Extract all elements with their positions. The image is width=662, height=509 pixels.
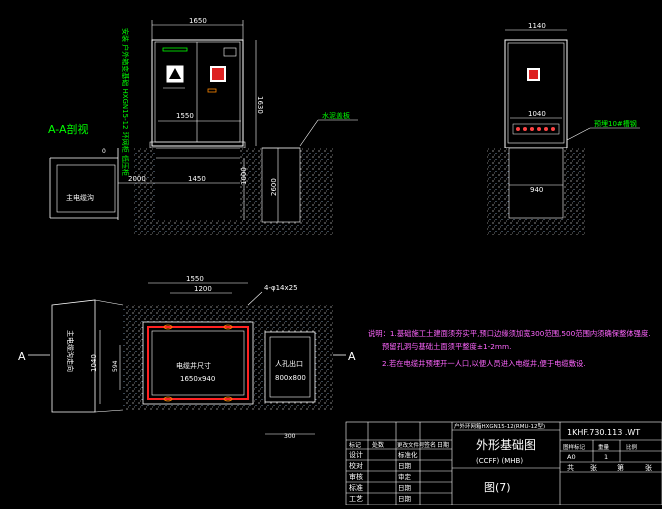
bottom-1: 张 xyxy=(590,463,597,472)
hole-note: 4-φ14x25 xyxy=(264,284,298,292)
side-trench-label: 主电缆沟走向 xyxy=(66,330,75,372)
bottom-0: 共 xyxy=(567,463,574,472)
mid-label-4: 日期 xyxy=(398,495,412,503)
row-label-1: 校对 xyxy=(349,461,363,470)
dim-2000: 2000 xyxy=(128,175,146,183)
row-label-0: 设计 xyxy=(349,450,363,459)
side-view: 1140 1040 940 预埋10#槽钢 xyxy=(487,22,640,235)
marker-a-left: A xyxy=(18,350,26,363)
channel-label: 预埋10#槽钢 xyxy=(594,119,637,128)
dim-940: 940 xyxy=(530,186,543,194)
dim-1200: 1200 xyxy=(194,285,212,293)
revision-label-4: 日期 xyxy=(437,441,449,449)
drawing-no: 1KHF.730.113 .WT xyxy=(567,428,640,437)
mid-label-1: 日期 xyxy=(398,462,412,470)
title-block-text: 标记 处数 更改文件号 签名 日期 设计 校对 审核 标准 工艺 标准化 日期 … xyxy=(349,422,652,503)
note-line-1b: 预留孔洞与基础土面须平整度±1-2mm. xyxy=(382,342,511,351)
mid-label-3: 日期 xyxy=(398,484,412,492)
bottom-2: 第 xyxy=(617,463,624,472)
mid-label-2: 审定 xyxy=(398,472,412,481)
revision-label-2: 更改文件号 xyxy=(397,441,425,449)
dim-2600: 2600 xyxy=(270,178,278,196)
dim-594: 594 xyxy=(112,360,119,372)
dim-300: 300 xyxy=(284,433,296,440)
row-label-2: 审核 xyxy=(349,472,363,481)
notes: 说明：1.基础施工土建面须夯实平,预口边缘须加宽300范围,500范围内须确保整… xyxy=(368,329,651,368)
drawing-title: 外形基础图 xyxy=(476,438,536,452)
dim-1450: 1450 xyxy=(188,175,206,183)
dim-1140: 1140 xyxy=(528,22,546,30)
dim-1650: 1650 xyxy=(189,17,207,25)
manhole-size: 800x800 xyxy=(275,374,306,382)
dim-1000: 1000 xyxy=(240,167,248,185)
mid-label-0: 标准化 xyxy=(398,450,418,459)
revision-label-3: 签名 xyxy=(424,441,436,449)
row-label-4: 工艺 xyxy=(349,495,363,503)
project-name: 户外环网箱HXGN15-12(RMU-12型) xyxy=(454,422,545,430)
cable-box-size: 1650x940 xyxy=(180,375,215,383)
sheet-label-0: 图样标记 xyxy=(563,443,586,451)
revision-label-1: 处数 xyxy=(372,441,384,449)
sheet-label-2: 比例 xyxy=(626,443,638,451)
dim-1550-front: 1550 xyxy=(176,112,194,120)
dim-1040-plan: 1040 xyxy=(90,354,98,372)
sheet-label-1: 重量 xyxy=(598,443,610,451)
front-view: 1650 1550 1630 安装 户外箱变基础 HXGN15-12 环网柜 低… xyxy=(48,17,358,235)
note-line-2: 2.若在电缆井预埋开一人口,以便人员进入电缆井,便于电缆敷设. xyxy=(382,359,586,368)
cable-box-label: 电缆井尺寸 xyxy=(176,361,211,370)
vertical-note: 安装 户外箱变基础 HXGN15-12 环网柜 低压柜 xyxy=(121,28,130,176)
drawing-subtitle: (CCFF) (MHB) xyxy=(476,457,523,465)
revision-label-0: 标记 xyxy=(349,441,361,449)
manhole-label: 人孔出口 xyxy=(275,359,303,368)
figure-label: 图(7) xyxy=(484,481,511,494)
section-label: A-A剖视 xyxy=(48,122,89,136)
plan-view: 1550 1200 4-φ14x25 电缆井尺寸 1650x940 人孔出口 8… xyxy=(18,275,356,440)
sheet-value-0: A0 xyxy=(567,453,576,461)
dim-1630: 1630 xyxy=(256,96,264,114)
bottom-3: 张 xyxy=(645,463,652,472)
row-label-3: 标准 xyxy=(349,483,363,492)
dim-1040-side: 1040 xyxy=(528,110,546,118)
cement-cover-label: 水泥盖板 xyxy=(322,111,350,120)
cable-trench-label: 主电缆沟 xyxy=(66,193,94,202)
dim-0: 0 xyxy=(102,148,106,155)
note-line-1: 说明：1.基础施工土建面须夯实平,预口边缘须加宽300范围,500范围内须确保整… xyxy=(368,329,651,338)
dim-1550-plan: 1550 xyxy=(186,275,204,283)
sheet-value-2: 1 xyxy=(604,453,608,461)
marker-a-right: A xyxy=(348,350,356,363)
